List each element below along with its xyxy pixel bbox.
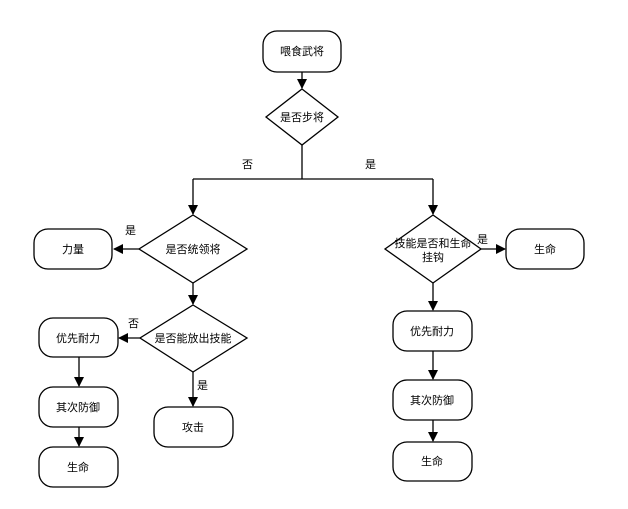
decision-can-skill: 是否能放出技能 — [138, 304, 249, 373]
label-no-skill: 否 — [128, 317, 139, 330]
decision-skill-life: 技能是否和生命 挂钩 — [383, 214, 483, 284]
decision-skill-life-line2: 挂钩 — [422, 250, 444, 264]
node-attack-label: 攻击 — [182, 420, 204, 434]
node-priority-endurance-left-label: 优先耐力 — [56, 332, 100, 345]
decision-is-commander-label: 是否统领将 — [166, 243, 221, 256]
node-defense-left: 其次防御 — [38, 386, 119, 428]
node-life-left-label: 生命 — [67, 460, 89, 474]
node-power: 力量 — [33, 228, 113, 270]
node-power-label: 力量 — [62, 243, 84, 256]
node-life-left: 生命 — [38, 446, 119, 488]
decision-is-infantry-label: 是否步将 — [280, 111, 324, 124]
label-yes-skill: 是 — [197, 379, 208, 392]
label-yes-infantry: 是 — [365, 158, 376, 171]
edges — [74, 72, 506, 447]
label-yes-commander: 是 — [125, 224, 136, 237]
node-priority-endurance-left: 优先耐力 — [38, 317, 119, 358]
node-life-right-bottom: 生命 — [392, 441, 473, 482]
label-no-infantry: 否 — [242, 158, 253, 171]
node-defense-right-label: 其次防御 — [410, 393, 454, 407]
node-defense-right: 其次防御 — [392, 379, 473, 421]
node-life-right-bottom-label: 生命 — [421, 454, 443, 468]
node-feed-general-label: 喂食武将 — [280, 44, 324, 58]
decision-can-skill-label: 是否能放出技能 — [155, 331, 232, 345]
node-feed-general: 喂食武将 — [262, 30, 342, 73]
decision-is-commander: 是否统领将 — [137, 214, 249, 284]
label-yes-skilllife: 是 — [477, 233, 488, 246]
node-attack: 攻击 — [153, 406, 234, 448]
node-life-right: 生命 — [505, 228, 585, 270]
node-defense-left-label: 其次防御 — [56, 400, 100, 414]
node-priority-endurance-right: 优先耐力 — [392, 310, 473, 352]
decision-skill-life-line1: 技能是否和生命 — [395, 236, 472, 250]
node-priority-endurance-right-label: 优先耐力 — [410, 325, 454, 338]
node-life-right-label: 生命 — [534, 242, 556, 256]
decision-is-infantry: 是否步将 — [264, 88, 340, 146]
